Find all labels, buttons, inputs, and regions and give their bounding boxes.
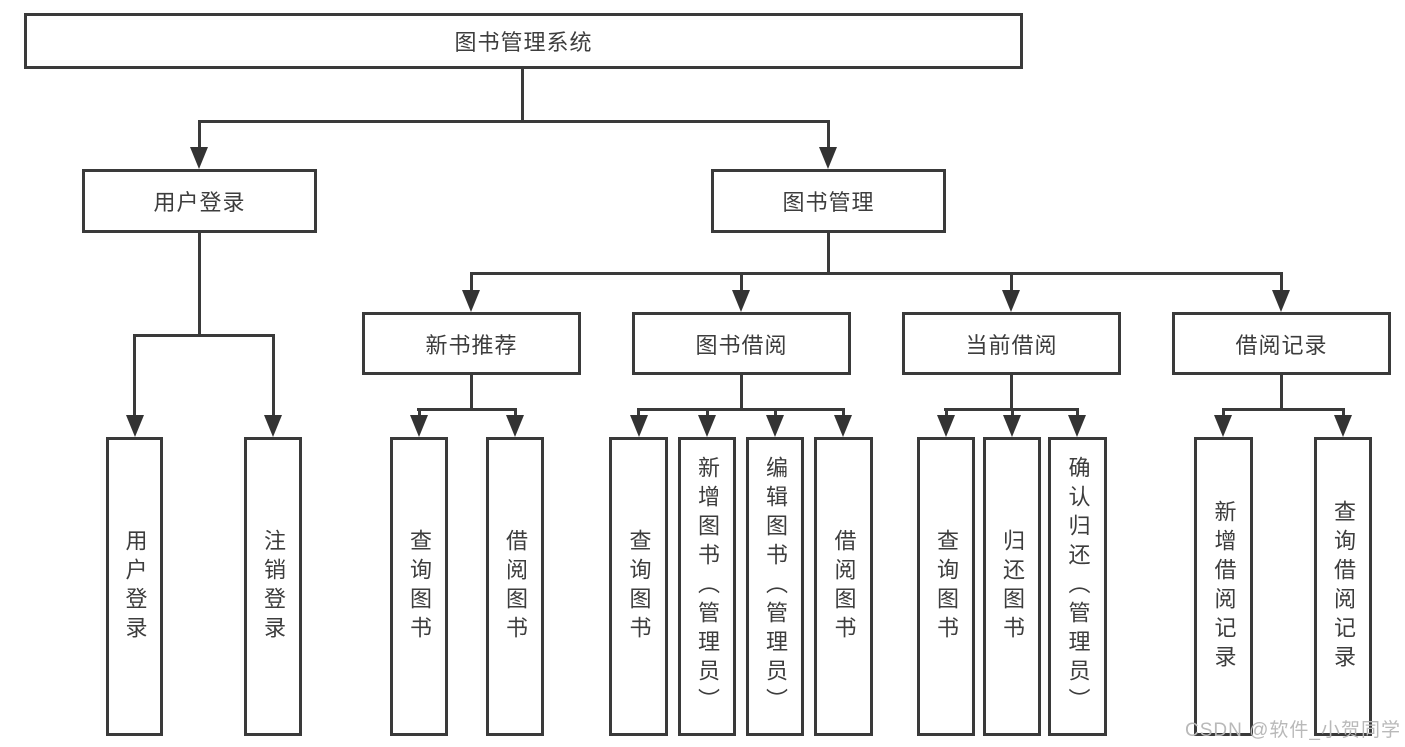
connector-line [198,120,830,123]
arrow-down-icon [462,290,480,312]
connector-line [133,334,136,418]
connector-line [272,334,275,418]
arrow-down-icon [126,415,144,437]
arrow-down-icon [190,147,208,169]
arrow-down-icon [1272,290,1290,312]
connector-line [198,120,201,150]
arrow-down-icon [1334,415,1352,437]
connector-line [945,408,948,418]
connector-line [740,375,743,408]
connector-line [417,408,517,411]
node-user-login-leaf: 用户登录 [106,437,163,736]
node-query-borrow-record: 查询借阅记录 [1314,437,1372,736]
node-borrow-books-recommend: 借阅图书 [486,437,544,736]
node-new-book-recommendation: 新书推荐 [362,312,581,375]
connector-line [133,334,275,337]
connector-line [470,272,473,293]
connector-line [1342,408,1345,418]
node-user-login: 用户登录 [82,169,317,233]
node-book-borrowing: 图书借阅 [632,312,851,375]
connector-line [1076,408,1079,418]
node-borrow-books-borrowing: 借阅图书 [814,437,873,736]
connector-line [1222,408,1225,418]
connector-line [637,408,845,411]
connector-line [521,69,524,120]
arrow-down-icon [1002,290,1020,312]
arrow-down-icon [937,415,955,437]
node-borrowing-records: 借阅记录 [1172,312,1391,375]
node-return-books: 归还图书 [983,437,1041,736]
arrow-down-icon [264,415,282,437]
connector-line [470,375,473,408]
arrow-down-icon [1068,415,1086,437]
connector-line [514,408,517,418]
arrow-down-icon [1214,415,1232,437]
node-current-borrowing: 当前借阅 [902,312,1121,375]
connector-line [637,408,640,418]
connector-line [827,233,830,272]
connector-line [740,272,743,293]
arrow-down-icon [819,147,837,169]
node-add-books-admin: 新增图书（管理员） [678,437,736,736]
connector-line [842,408,845,418]
connector-line [1280,375,1283,408]
node-confirm-return-admin: 确认归还（管理员） [1048,437,1107,736]
connector-line [1280,272,1283,293]
node-logout: 注销登录 [244,437,302,736]
connector-line [1010,272,1013,293]
arrow-down-icon [732,290,750,312]
node-edit-books-admin: 编辑图书（管理员） [746,437,804,736]
connector-line [1011,408,1014,418]
connector-line [774,408,777,418]
arrow-down-icon [766,415,784,437]
node-query-books-borrowing: 查询图书 [609,437,668,736]
connector-line [470,272,1283,275]
arrow-down-icon [630,415,648,437]
connector-line [418,408,421,418]
connector-line [198,233,201,334]
connector-line [1010,375,1013,408]
node-query-books-current: 查询图书 [917,437,975,736]
node-add-borrow-record: 新增借阅记录 [1194,437,1253,736]
arrow-down-icon [410,415,428,437]
connector-line [827,120,830,150]
connector-line [1222,408,1344,411]
arrow-down-icon [506,415,524,437]
node-library-management-system: 图书管理系统 [24,13,1023,69]
arrow-down-icon [1003,415,1021,437]
arrow-down-icon [698,415,716,437]
csdn-watermark: CSDN @软件_小贺同学 [1185,720,1401,741]
connector-line [706,408,709,418]
arrow-down-icon [834,415,852,437]
node-book-management: 图书管理 [711,169,946,233]
node-query-books-recommend: 查询图书 [390,437,448,736]
